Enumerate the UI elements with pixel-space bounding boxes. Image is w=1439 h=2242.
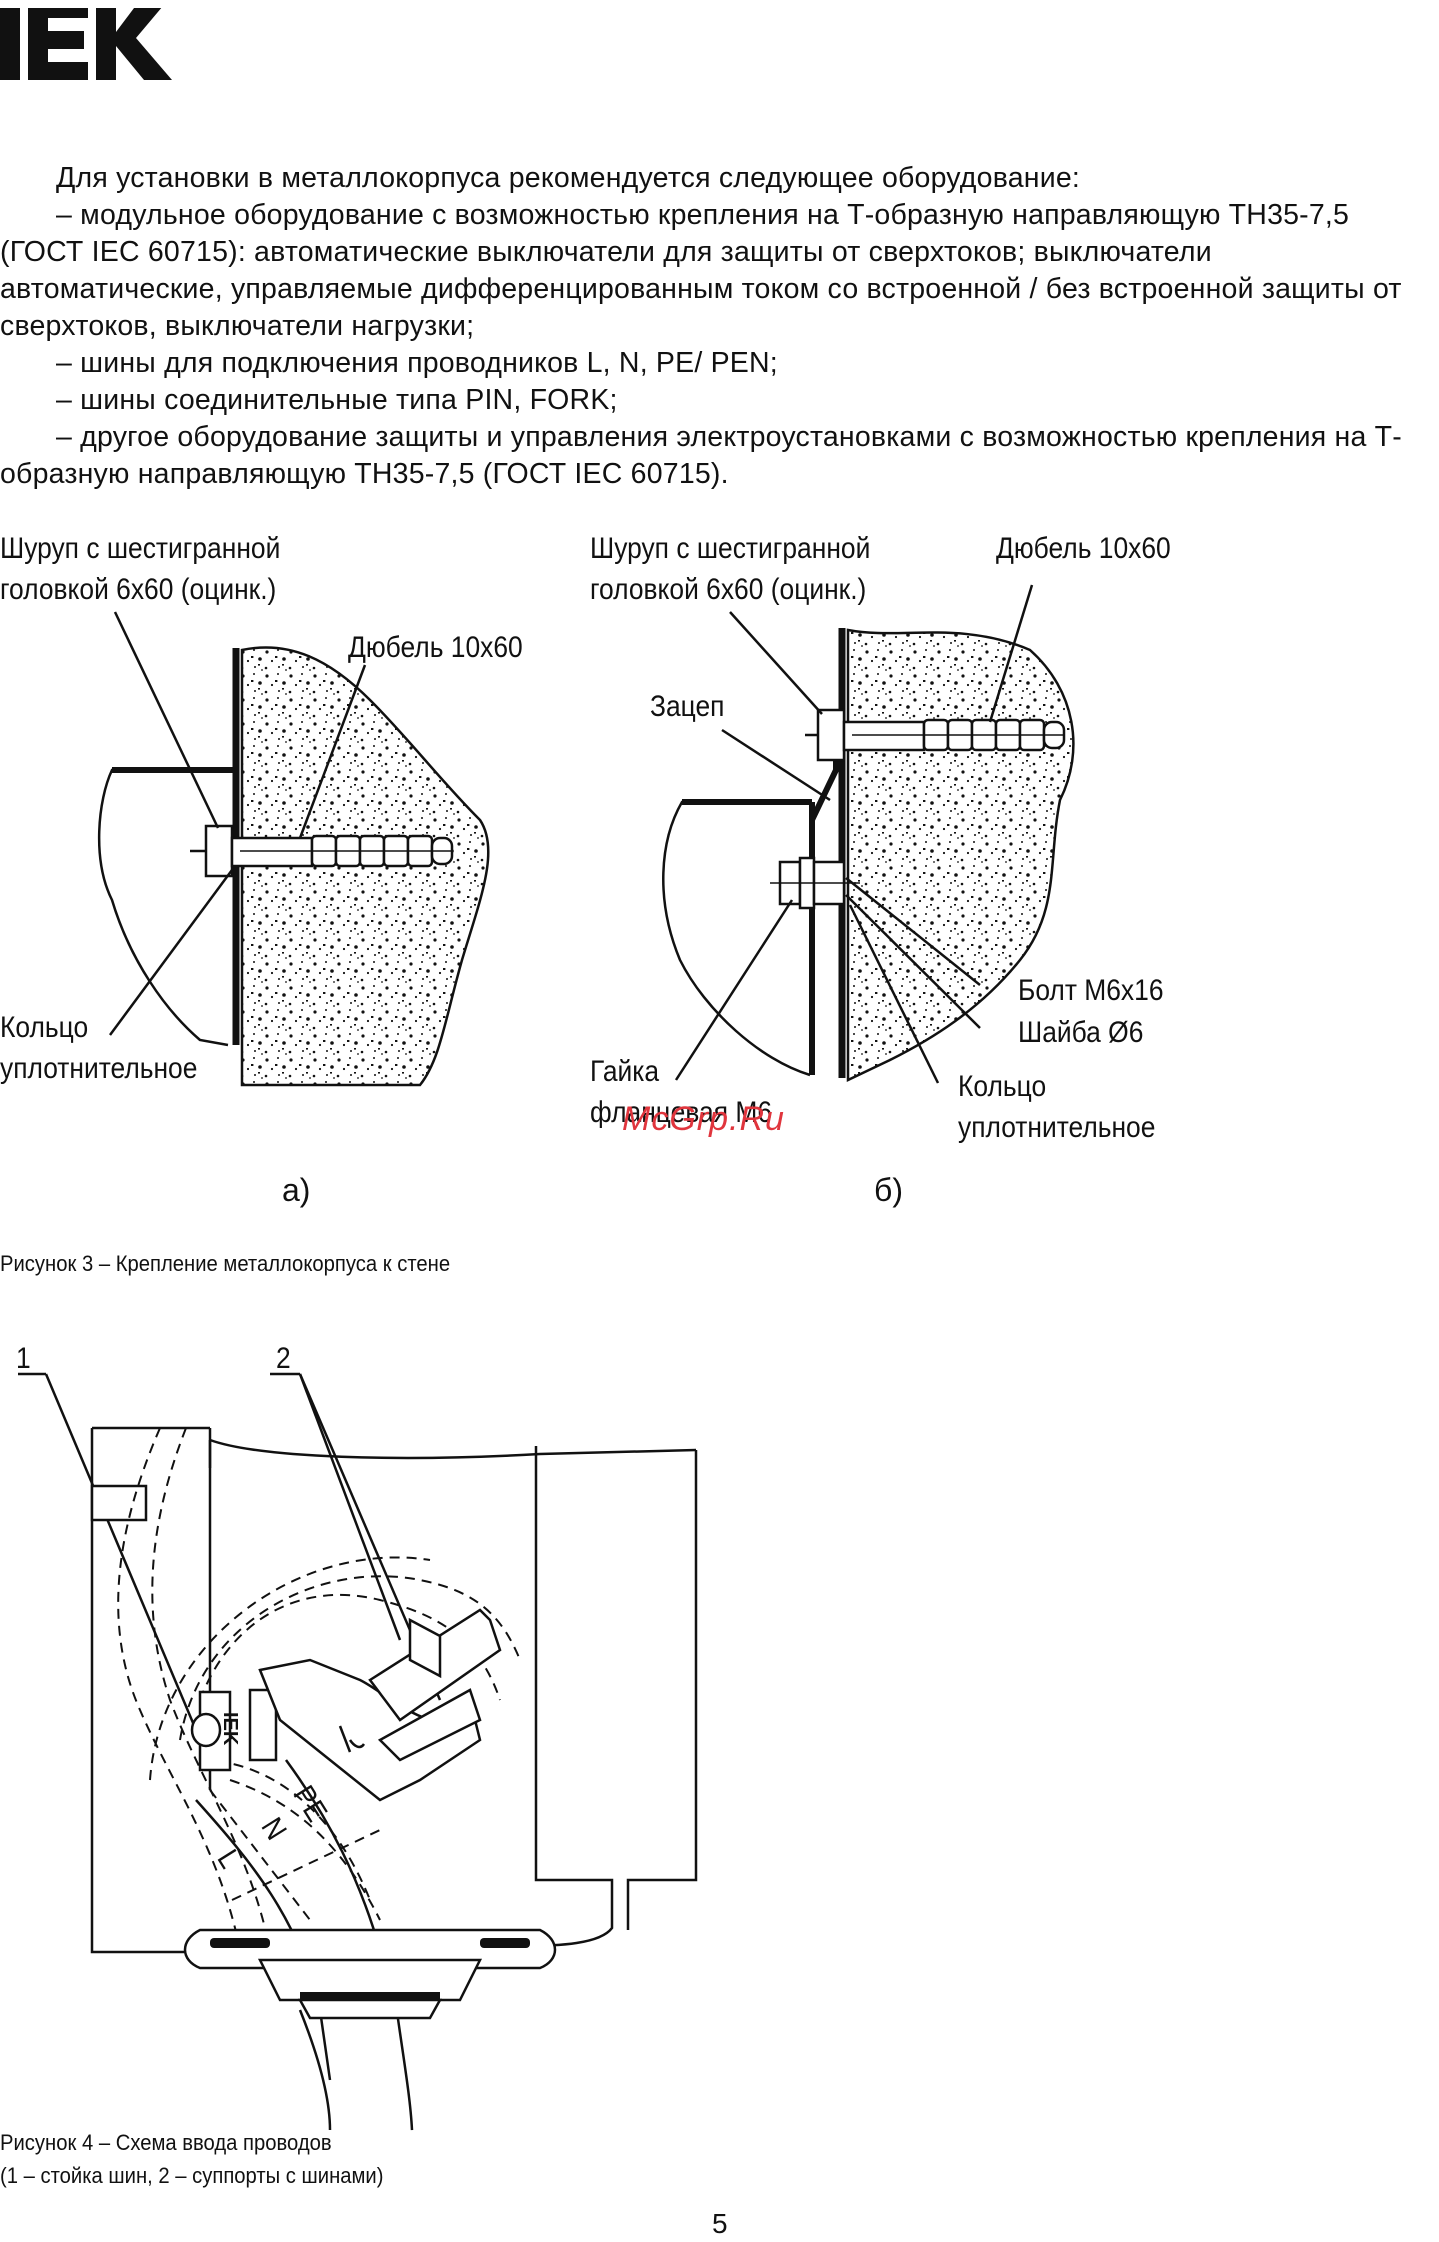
fig3a-sublabel: а): [282, 1172, 311, 1208]
fig4-callout-1: 1: [16, 1342, 31, 1375]
paragraph-connectors: – шины соединительные типа PIN, FORK;: [56, 384, 618, 416]
paragraph-busbars: – шины для подключения проводников L, N,…: [56, 347, 778, 379]
fig3b-bolt-label: Болт М6х16: [1018, 974, 1164, 1007]
fig3b-hook-label: Зацеп: [650, 690, 725, 723]
fig3b-dowel-label: Дюбель 10х60: [996, 532, 1171, 565]
figure4-drawing: [18, 1372, 698, 2131]
page-number: 5: [712, 2208, 728, 2239]
figure3a-drawing: [97, 611, 490, 1087]
paragraph-intro: Для установки в металлокорпуса рекоменду…: [56, 162, 1080, 194]
fig3b-sublabel: б): [874, 1172, 903, 1208]
fig4-device-mark: IEK: [219, 1712, 241, 1746]
fig3b-washer-label: Шайба Ø6: [1018, 1016, 1144, 1049]
fig3a-ring-label: Кольцо уплотнительное: [0, 1011, 198, 1085]
body-text: Для установки в металлокорпуса рекоменду…: [0, 160, 1430, 493]
paragraph-other: – другое оборудование защиты и управлени…: [0, 421, 1402, 490]
fig3b-ring-label: Кольцо уплотнительное: [958, 1070, 1156, 1144]
figure4-caption-line2: (1 – стойка шин, 2 – суппорты с шинами): [0, 2163, 384, 2188]
iek-logo: [0, 0, 176, 80]
paragraph-modular: – модульное оборудование с возможностью …: [0, 199, 1402, 342]
fig3b-nut-label: Гайка фланцевая М6: [590, 1055, 773, 1129]
figure3-caption: Рисунок 3 – Крепление металлокорпуса к с…: [0, 1251, 451, 1276]
watermark: McGrp.Ru: [622, 1100, 785, 1138]
figure3b-drawing: [662, 584, 1075, 1084]
fig3a-screw-label: Шуруп с шестигранной головкой 6х60 (оцин…: [0, 532, 281, 606]
fig3a-dowel-label: Дюбель 10х60: [348, 631, 523, 664]
fig3b-screw-label: Шуруп с шестигранной головкой 6х60 (оцин…: [590, 532, 871, 606]
fig4-callout-2: 2: [276, 1342, 291, 1375]
figure4-caption-line1: Рисунок 4 – Схема ввода проводов: [0, 2130, 332, 2155]
